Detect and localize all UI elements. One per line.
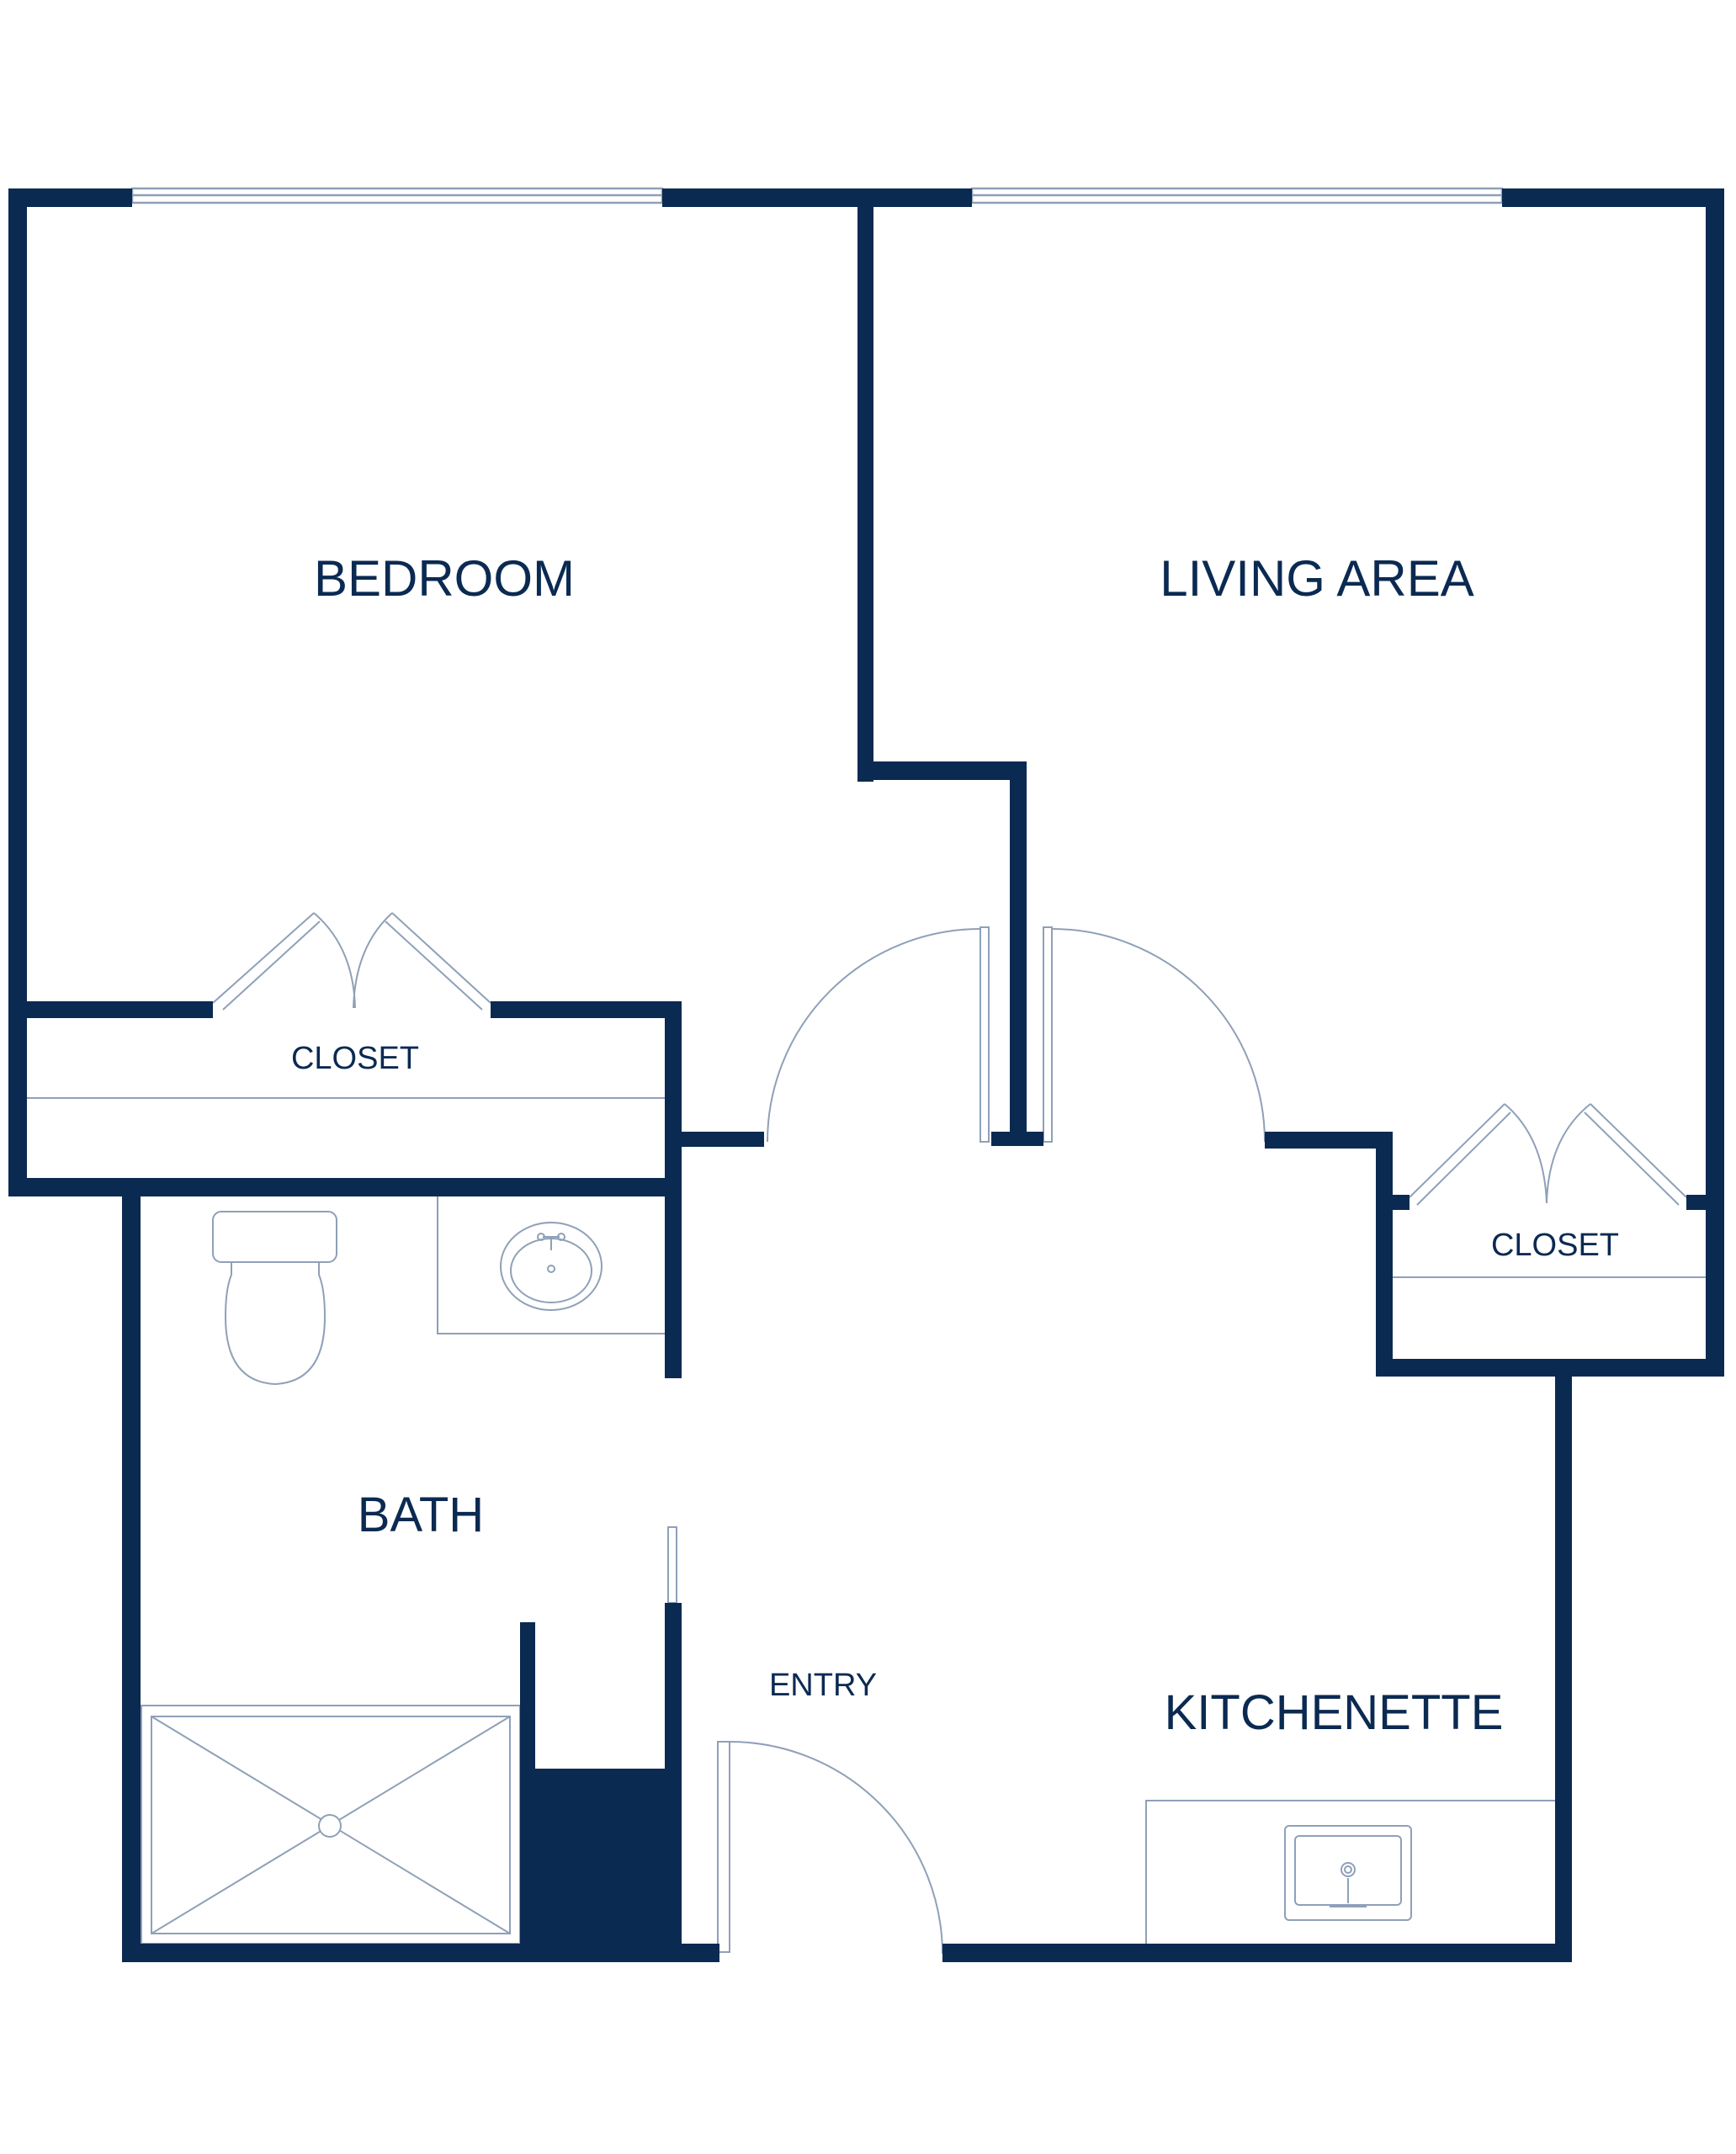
wall-living-closet-bottom — [1376, 1359, 1724, 1377]
wall-shower-side — [520, 1622, 535, 1962]
wall-partition-jog — [857, 761, 1027, 780]
wall-right-living — [1706, 188, 1724, 1377]
wall-bedroom-bottom — [8, 1178, 682, 1196]
entry-door — [717, 1741, 943, 1955]
label-living-area: LIVING AREA — [1160, 550, 1473, 607]
vanity-sink-icon — [500, 1222, 603, 1311]
wall-bath-left — [122, 1178, 141, 1962]
wall-top-right — [1502, 188, 1724, 207]
wall-door-mullion — [991, 1132, 1043, 1146]
vanity-counter — [437, 1195, 665, 1334]
wall-bath-vanity — [665, 1178, 682, 1378]
wall-kitchen-right — [1555, 1359, 1572, 1962]
label-living-closet: CLOSET — [1491, 1228, 1619, 1263]
bedroom-closet-doors — [212, 912, 491, 1011]
wall-bed-closet-nib — [665, 1132, 764, 1147]
label-bedroom-closet: CLOSET — [291, 1041, 419, 1076]
fixture-lines — [25, 912, 1708, 1955]
wall-bottom-left — [122, 1944, 719, 1962]
double-door — [767, 926, 1266, 1143]
wall-partition-lower — [1010, 761, 1027, 1146]
wall-bottom-right — [942, 1944, 1572, 1962]
label-bath: BATH — [358, 1488, 484, 1542]
kitchen-sink-icon — [1284, 1825, 1412, 1921]
wall-living-closet-nib-left — [1376, 1195, 1410, 1210]
wall-partition-upper — [857, 188, 873, 782]
wall-mechanical-chase — [535, 1769, 682, 1962]
wall-top-left — [8, 188, 132, 207]
wall-living-closet-nib-right — [1686, 1195, 1724, 1210]
kitchen-counter — [1145, 1800, 1558, 1950]
walls — [8, 188, 1724, 1962]
wall-living-closet-side — [1376, 1132, 1393, 1377]
label-kitchenette: KITCHENETTE — [1165, 1685, 1504, 1740]
room-labels: BEDROOM LIVING AREA CLOSET CLOSET BATH E… — [291, 550, 1619, 1740]
wall-top-middle — [662, 188, 972, 207]
living-closet-doors — [1409, 1103, 1687, 1206]
wall-bed-closet-front-right — [491, 1001, 682, 1018]
wall-bed-closet-front-left — [8, 1001, 213, 1018]
label-entry: ENTRY — [769, 1668, 877, 1703]
wall-living-closet-top — [1265, 1132, 1393, 1149]
label-bedroom: BEDROOM — [314, 550, 575, 607]
wall-left-bedroom — [8, 188, 27, 1194]
toilet-icon — [212, 1211, 337, 1386]
